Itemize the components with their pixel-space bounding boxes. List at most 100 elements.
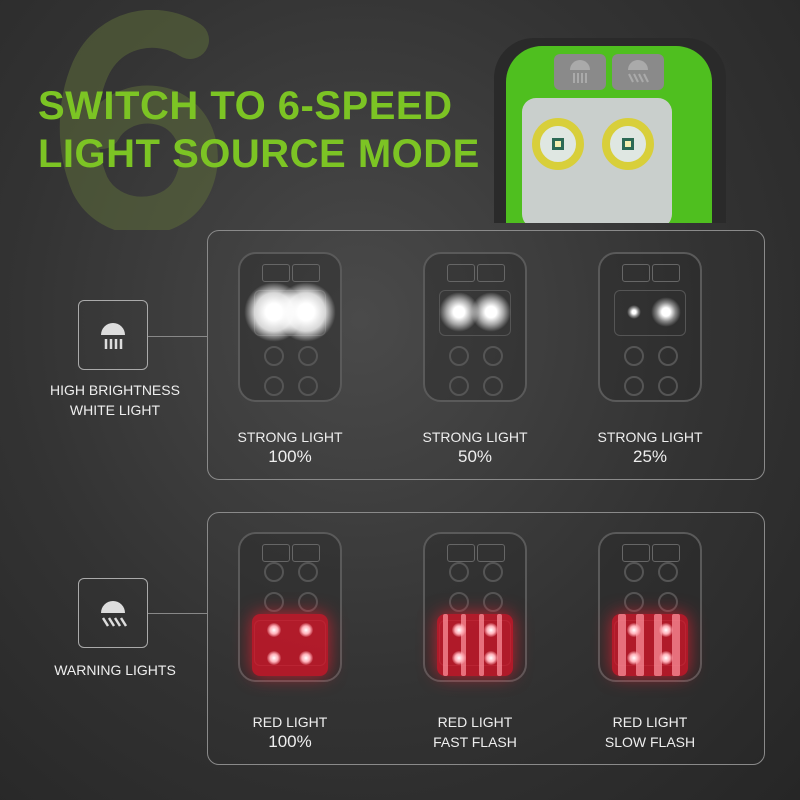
white-light-button — [554, 54, 606, 90]
mode-value: 100% — [268, 447, 312, 466]
mode-value: 100% — [268, 732, 312, 751]
led-outline — [624, 562, 644, 582]
flash-streak — [636, 614, 644, 676]
button-outline — [477, 264, 505, 282]
button-outline — [652, 264, 680, 282]
headline-line-1: SWITCH TO 6-SPEED — [38, 84, 453, 128]
flash-streak — [497, 614, 502, 676]
red-led — [299, 623, 313, 637]
lens-outline — [614, 290, 686, 336]
led-outline — [449, 592, 469, 612]
device-diagram — [598, 532, 702, 682]
red-led — [484, 623, 498, 637]
button-outline — [262, 264, 290, 282]
mode-label: STRONG LIGHT — [422, 429, 528, 445]
white-light-label: HIGH BRIGHTNESS WHITE LIGHT — [30, 380, 200, 420]
connector-line — [148, 613, 208, 614]
button-outline — [447, 544, 475, 562]
led-outline — [264, 376, 284, 396]
red-led — [659, 651, 673, 665]
mode-value: FAST FLASH — [433, 734, 517, 750]
led-outline — [658, 562, 678, 582]
red-led — [659, 623, 673, 637]
button-outline — [262, 544, 290, 562]
red-led — [627, 623, 641, 637]
red-led — [267, 623, 281, 637]
mode-value: 50% — [457, 447, 493, 466]
lens — [522, 98, 672, 223]
button-outline — [292, 264, 320, 282]
flash-streak — [479, 614, 484, 676]
red-led — [452, 623, 466, 637]
flash-streak — [443, 614, 448, 676]
device-diagram — [423, 252, 527, 402]
led-outline — [624, 592, 644, 612]
led-outline — [298, 562, 318, 582]
red-glow-area — [252, 614, 328, 676]
mode-caption: STRONG LIGHT 50% — [390, 427, 560, 467]
red-light-panel — [207, 512, 765, 765]
background-number-watermark — [59, 10, 218, 230]
mode-value: SLOW FLASH — [604, 734, 696, 750]
warning-light-label: WARNING LIGHTS — [54, 662, 176, 678]
mode-label: STRONG LIGHT — [597, 429, 703, 445]
led-outline — [449, 562, 469, 582]
flash-streak — [654, 614, 662, 676]
led-outline — [483, 346, 503, 366]
led-outline — [298, 592, 318, 612]
white-glow — [276, 282, 336, 342]
device-diagram — [598, 252, 702, 402]
red-led — [484, 651, 498, 665]
flash-streak — [618, 614, 626, 676]
led-outline — [658, 376, 678, 396]
red-led — [267, 651, 281, 665]
label-line: HIGH BRIGHTNESS — [50, 382, 180, 398]
headline-line-2: LIGHT SOURCE MODE — [38, 132, 480, 176]
button-outline — [447, 264, 475, 282]
led-outline — [624, 376, 644, 396]
led-outline — [483, 592, 503, 612]
led-right — [602, 118, 654, 170]
device-diagram — [238, 532, 342, 682]
led-outline — [658, 592, 678, 612]
device-diagram — [238, 252, 342, 402]
mode-label: RED LIGHT — [612, 714, 688, 730]
button-outline — [477, 544, 505, 562]
led-outline — [658, 346, 678, 366]
mode-caption: STRONG LIGHT 100% — [205, 427, 375, 467]
headline: SWITCH TO 6-SPEED LIGHT SOURCE MODE — [38, 82, 480, 178]
led-outline — [449, 376, 469, 396]
label-line: WHITE LIGHT — [69, 402, 161, 418]
red-led — [452, 651, 466, 665]
button-outline — [292, 544, 320, 562]
led-outline — [449, 346, 469, 366]
flash-streak — [672, 614, 680, 676]
warning-light-icon — [78, 578, 148, 648]
mode-label: RED LIGHT — [252, 714, 328, 730]
product-photo — [494, 38, 726, 223]
led-outline — [298, 376, 318, 396]
led-outline — [298, 346, 318, 366]
white-light-panel — [207, 230, 765, 480]
mode-label: STRONG LIGHT — [237, 429, 343, 445]
led-outline — [624, 346, 644, 366]
white-light-icon — [78, 300, 148, 370]
mode-label: RED LIGHT — [437, 714, 513, 730]
mode-caption: RED LIGHT SLOW FLASH — [565, 712, 735, 752]
led-outline — [264, 592, 284, 612]
mode-caption: RED LIGHT FAST FLASH — [390, 712, 560, 752]
red-led — [627, 651, 641, 665]
flash-streak — [461, 614, 466, 676]
white-glow — [627, 305, 641, 319]
led-outline — [483, 562, 503, 582]
connector-line — [148, 336, 208, 337]
led-outline — [483, 376, 503, 396]
led-left — [532, 118, 584, 170]
red-light-button — [612, 54, 664, 90]
device-diagram — [423, 532, 527, 682]
white-glow — [471, 292, 511, 332]
button-outline — [622, 264, 650, 282]
led-outline — [264, 346, 284, 366]
red-led — [299, 651, 313, 665]
